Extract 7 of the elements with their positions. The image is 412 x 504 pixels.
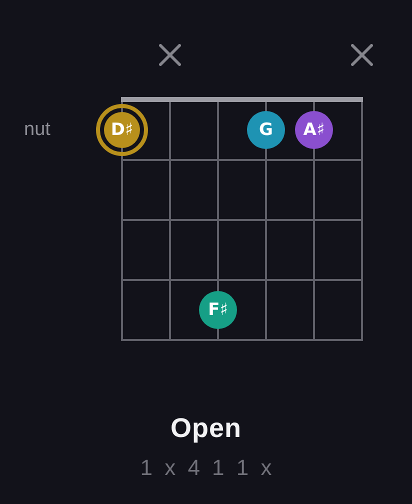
note-dot: G: [247, 111, 285, 149]
nut-label: nut: [24, 118, 50, 142]
note-dot: D♯: [96, 104, 148, 156]
chord-name: Open: [170, 412, 242, 444]
fingering-text: 1 x 4 1 1 x: [139, 454, 275, 482]
note-dot: A♯: [295, 111, 333, 149]
note-dot: F♯: [199, 291, 237, 329]
